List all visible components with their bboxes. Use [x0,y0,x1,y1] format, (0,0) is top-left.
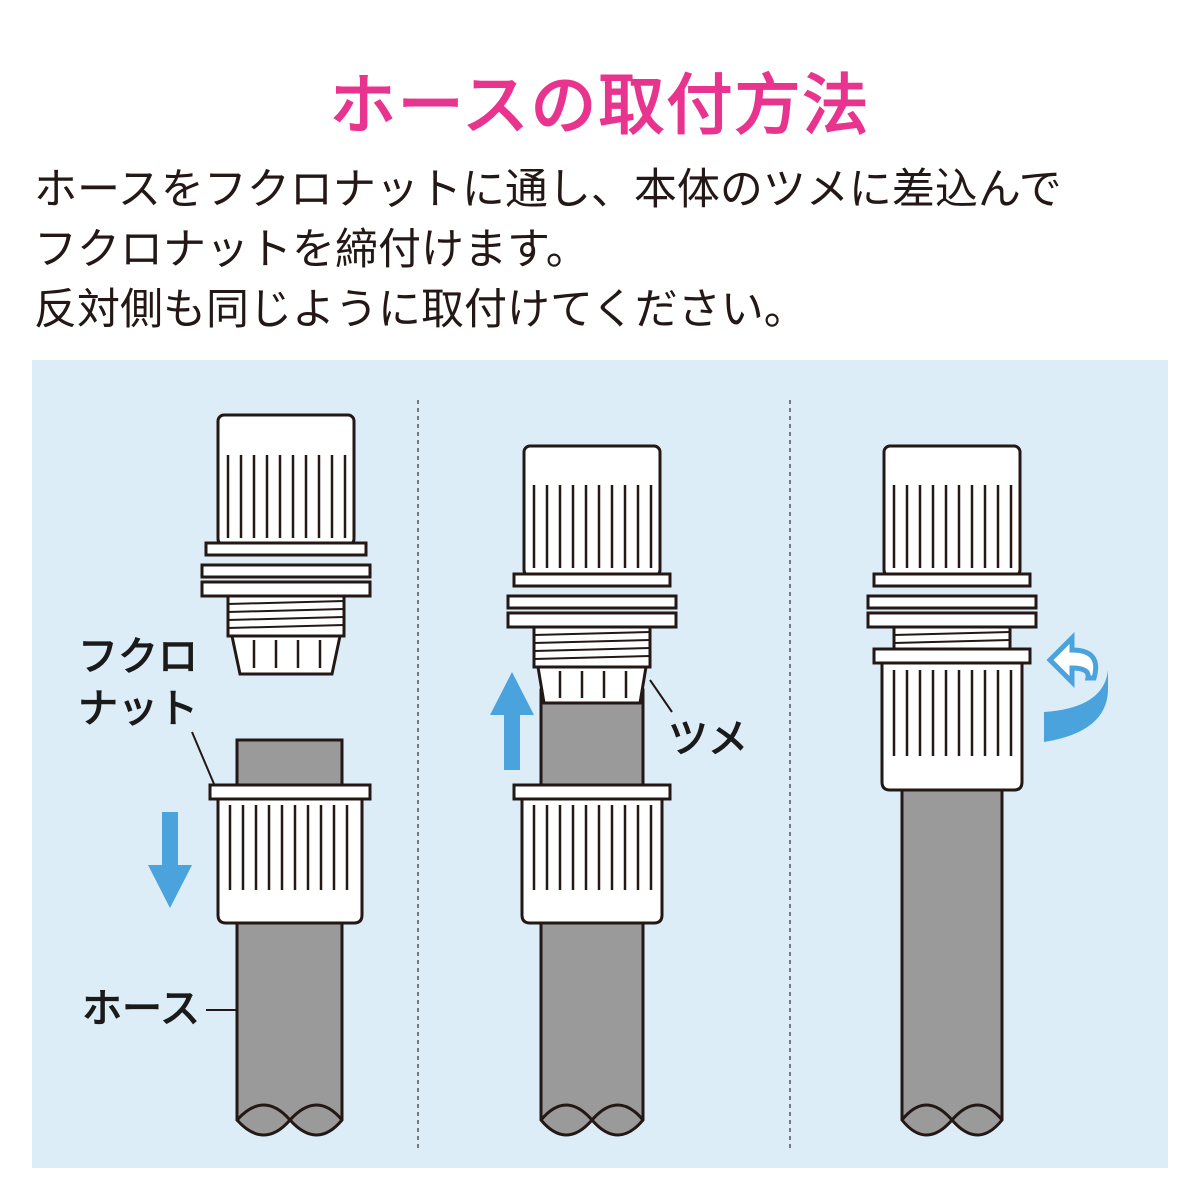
arrow-up-icon [490,672,534,770]
union-nut [872,647,1032,792]
coupling-body [200,413,372,676]
coupling-body [866,444,1038,653]
rotate-arrow-icon [1044,631,1108,742]
union-nut-label: ナット [78,686,198,732]
union-nut [512,783,672,925]
instruction-line: ホースをフクロナットに通し、本体のツメに差込んで [34,165,1062,215]
instruction-line: フクロナットを締付けます。 [34,225,589,275]
hose [900,778,1004,1137]
union-nut-label: フクロ [78,634,198,680]
claw-label: ツメ [668,716,748,762]
union-nut [208,783,372,925]
coupling-body [506,444,678,705]
step-3 [866,444,1108,1137]
installation-diagram: フクロ ナット ホース [78,400,1108,1150]
arrow-down-icon [148,812,192,908]
instructions: ホースをフクロナットに通し、本体のツメに差込んで フクロナットを締付けます。 反… [34,160,1062,340]
hose-label: ホース [82,986,200,1032]
diagram-panel: フクロ ナット ホース [32,360,1168,1168]
page-title: ホースの取付方法 [329,67,871,144]
instruction-line: 反対側も同じように取付けてください。 [34,285,807,335]
step-1: フクロ ナット ホース [78,413,372,1137]
step-2: ツメ [490,444,748,1137]
